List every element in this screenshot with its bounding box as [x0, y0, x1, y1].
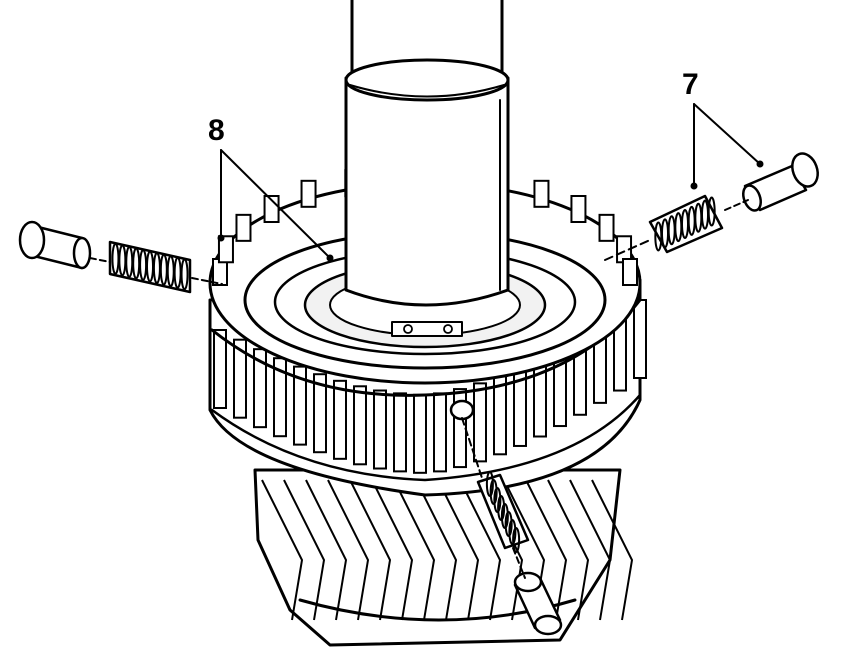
right-strut-pin [742, 152, 819, 212]
lower-strut-pin [513, 571, 563, 636]
output-shaft [344, 0, 510, 307]
helical-gear [253, 468, 634, 647]
hub-rim-teeth [212, 163, 638, 286]
lower-detent-spring [476, 471, 530, 553]
right-detent-spring [648, 194, 724, 254]
callout-7: 7 [682, 68, 764, 190]
svg-text:7: 7 [682, 68, 699, 101]
left-strut-pin [18, 220, 92, 270]
left-detent-spring [108, 240, 192, 294]
callout-8: 8 [208, 114, 334, 262]
svg-text:8: 8 [208, 114, 225, 147]
